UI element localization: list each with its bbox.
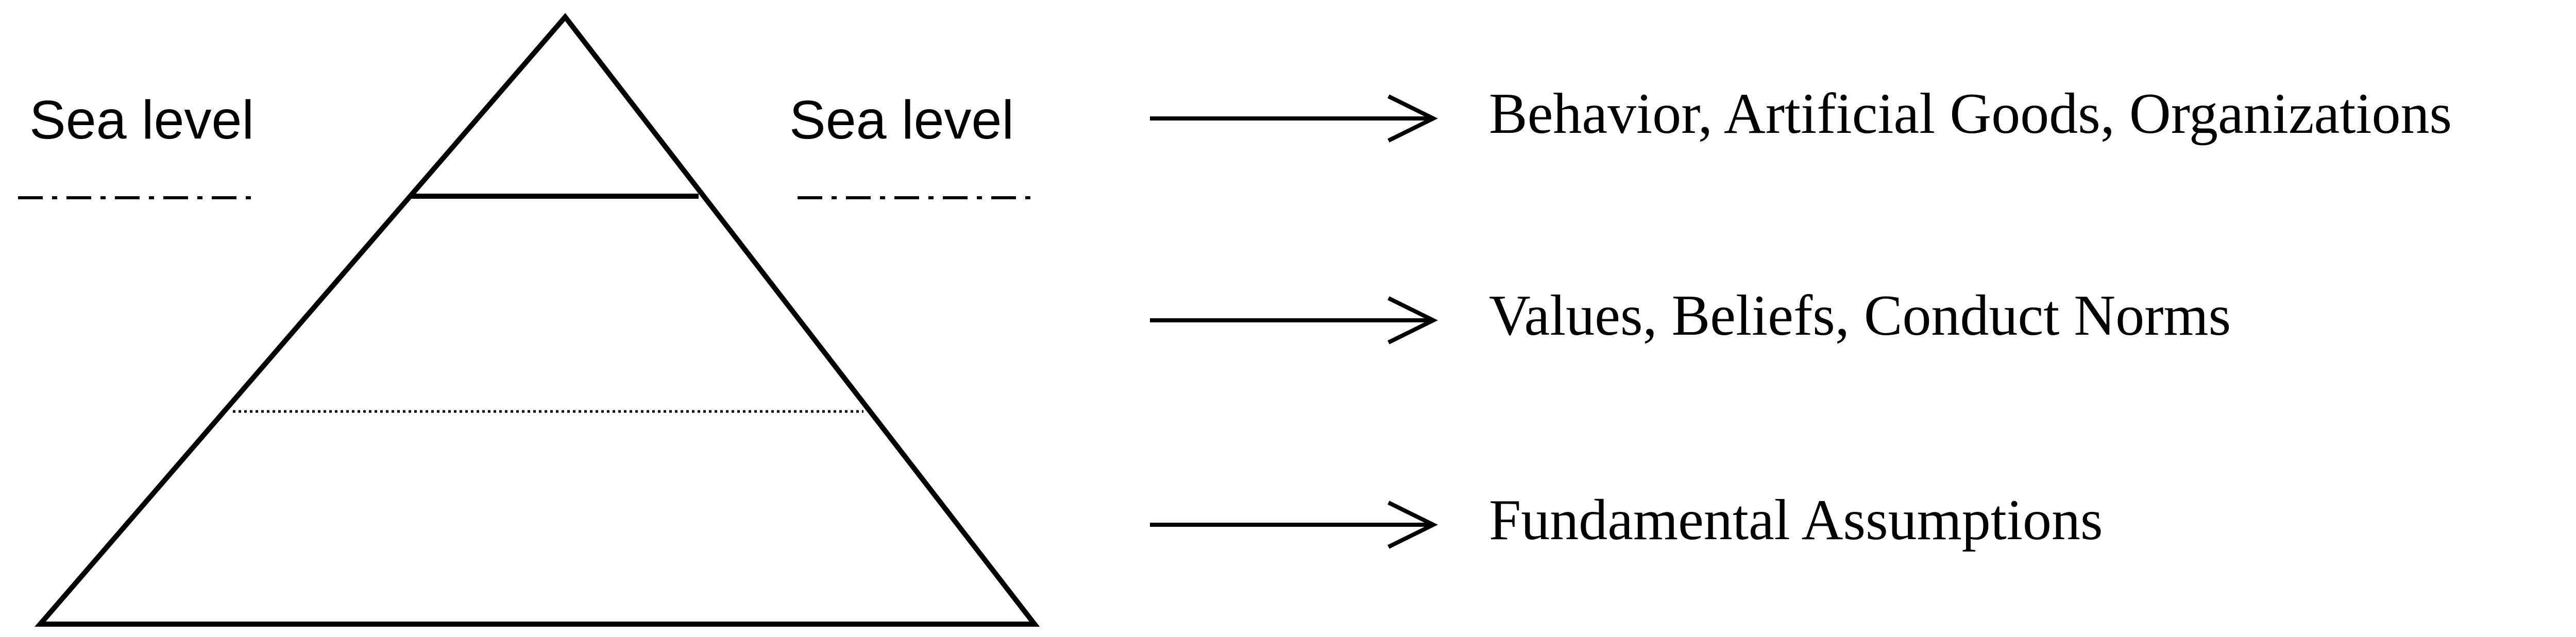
arrow-bottom xyxy=(1150,501,1438,549)
sea-level-left-label: Sea level xyxy=(29,90,254,150)
layer-label-bottom: Fundamental Assumptions xyxy=(1489,488,2103,552)
sea-level-right-label: Sea level xyxy=(789,90,1014,150)
arrow-top xyxy=(1150,94,1438,143)
pyramid-outline xyxy=(35,13,1040,627)
layer-label-middle: Values, Beliefs, Conduct Norms xyxy=(1489,284,2231,348)
layer-label-top: Behavior, Artificial Goods, Organization… xyxy=(1489,82,2452,146)
arrow-middle xyxy=(1150,296,1438,345)
